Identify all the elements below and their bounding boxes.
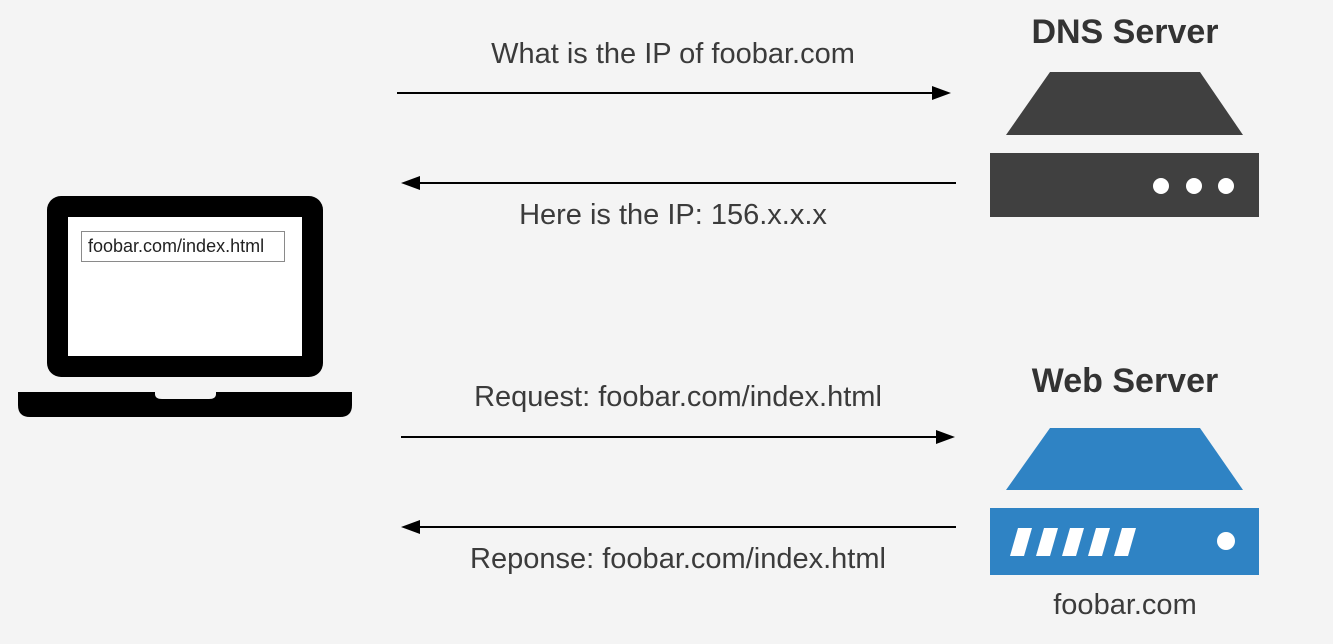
dns-response-label: Here is the IP: 156.x.x.x bbox=[519, 199, 827, 231]
arrow-web-request bbox=[401, 430, 955, 444]
dns-request-label: What is the IP of foobar.com bbox=[491, 38, 855, 70]
arrow-dns-request bbox=[397, 86, 951, 100]
web-server-title: Web Server bbox=[1031, 362, 1219, 400]
arrow-web-response bbox=[401, 520, 956, 534]
web-server-icon bbox=[990, 428, 1259, 575]
arrow-dns-response bbox=[401, 176, 956, 190]
dns-server-title: DNS Server bbox=[1031, 13, 1219, 51]
web-response-label: Reponse: foobar.com/index.html bbox=[470, 543, 886, 575]
web-server-domain-caption: foobar.com bbox=[1053, 589, 1197, 621]
laptop-icon bbox=[18, 196, 352, 417]
dns-server-icon bbox=[990, 72, 1259, 217]
address-bar: foobar.com/index.html bbox=[81, 231, 285, 262]
web-request-label: Request: foobar.com/index.html bbox=[474, 381, 882, 413]
